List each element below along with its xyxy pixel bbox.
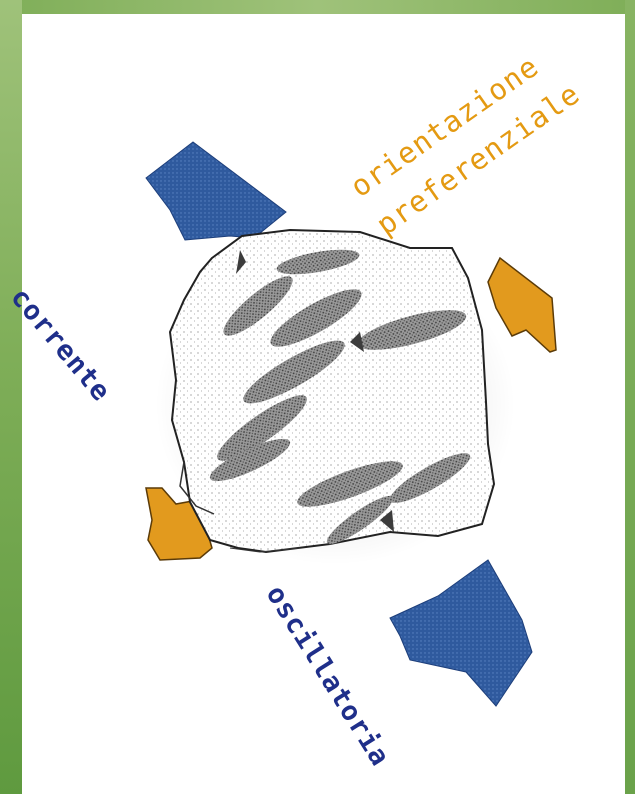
fossil-slab-icon <box>155 230 515 565</box>
current-arrow-down-icon <box>390 560 532 706</box>
current-arrow-up-icon <box>146 142 286 240</box>
